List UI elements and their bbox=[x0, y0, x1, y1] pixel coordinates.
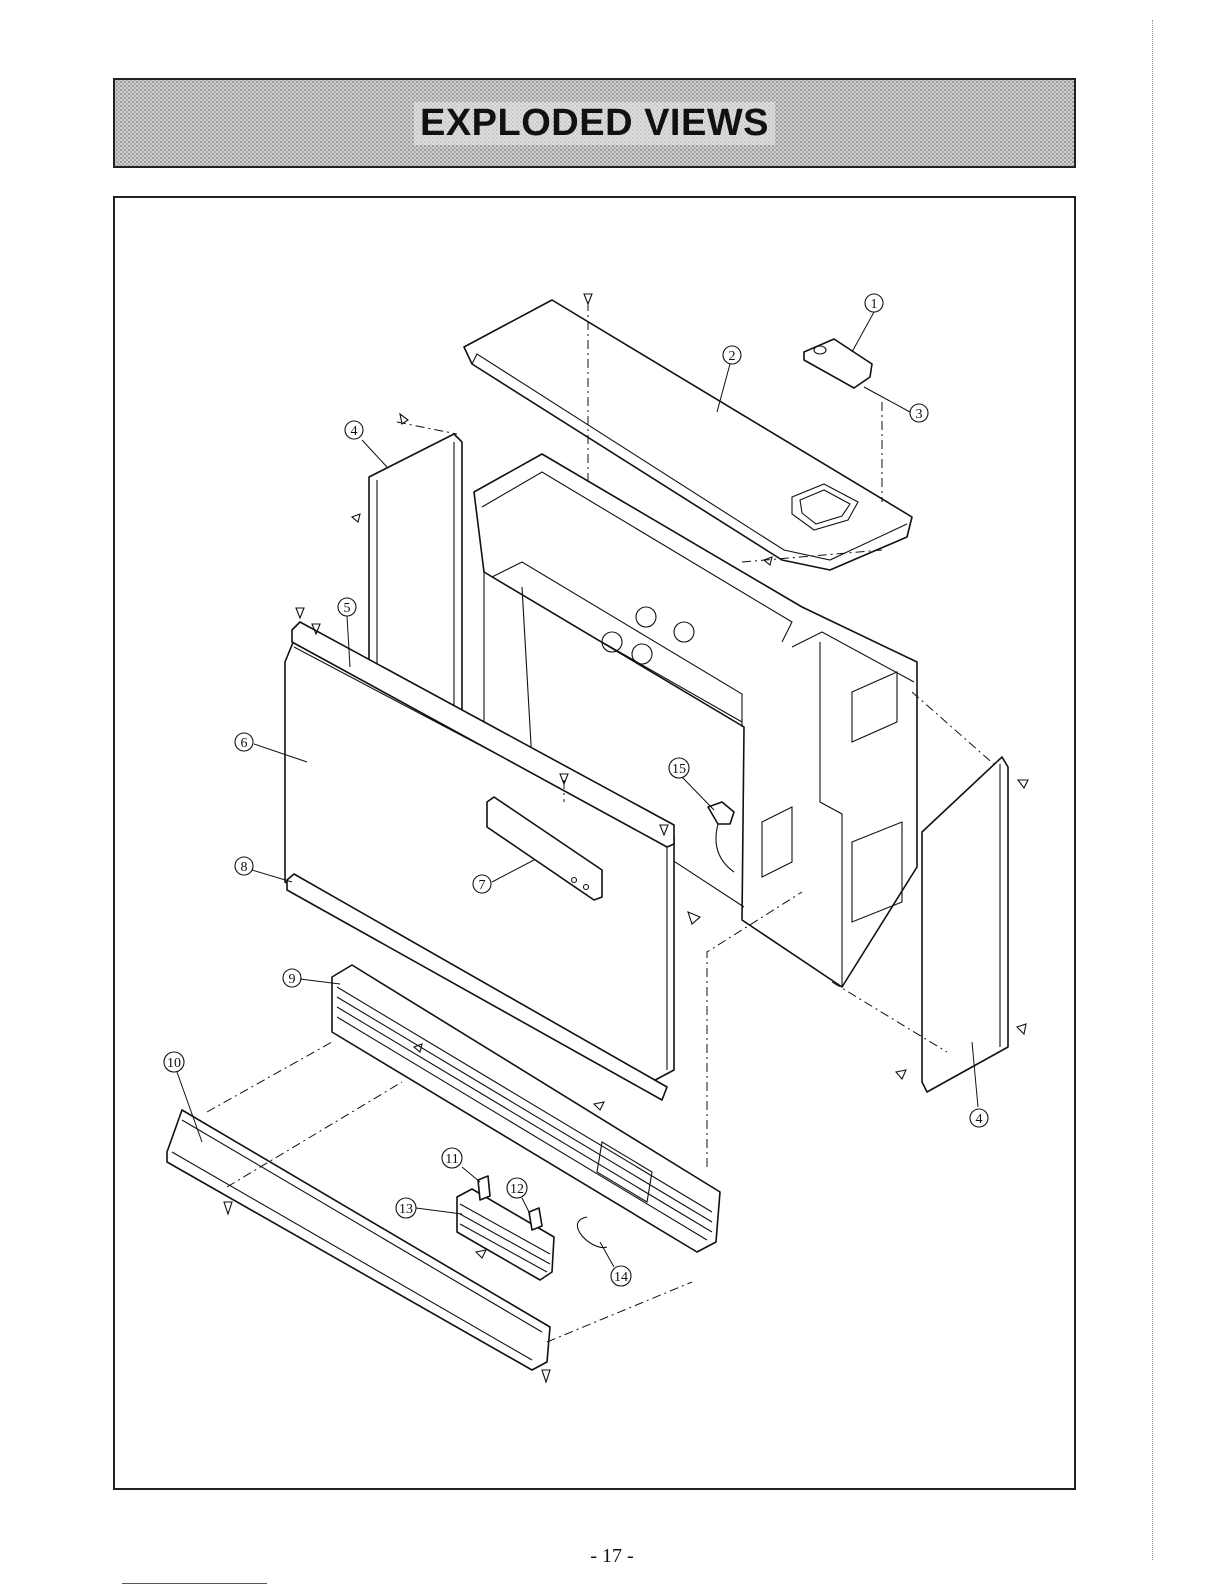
screw-icon bbox=[896, 1070, 906, 1079]
screw-icon bbox=[542, 1370, 550, 1382]
svg-text:10: 10 bbox=[167, 1056, 181, 1071]
callout-5: 5 bbox=[338, 598, 356, 616]
clip bbox=[478, 1176, 490, 1200]
side-panel-right bbox=[922, 757, 1008, 1092]
callout-14: 14 bbox=[611, 1266, 631, 1286]
small-grille bbox=[457, 1189, 554, 1280]
callout-13: 13 bbox=[396, 1198, 416, 1218]
access-lid bbox=[804, 339, 872, 388]
screw-icon bbox=[224, 1202, 232, 1214]
svg-text:2: 2 bbox=[729, 349, 736, 364]
exploded-view-diagram: 1 2 3 4 4 5 6 7 8 9 10 11 12 13 14 15 bbox=[115, 198, 1078, 1492]
svg-text:3: 3 bbox=[916, 407, 923, 422]
callout-15: 15 bbox=[669, 758, 689, 778]
callout-10: 10 bbox=[164, 1052, 184, 1072]
svg-text:6: 6 bbox=[241, 736, 248, 751]
svg-text:12: 12 bbox=[510, 1182, 524, 1197]
sensor-bracket bbox=[708, 802, 734, 872]
callout-8: 8 bbox=[235, 857, 253, 875]
screw-icon bbox=[1018, 780, 1028, 788]
svg-text:1: 1 bbox=[871, 297, 878, 312]
screw-icon bbox=[400, 414, 408, 424]
svg-text:14: 14 bbox=[614, 1270, 628, 1285]
svg-text:4: 4 bbox=[351, 424, 358, 439]
svg-text:4: 4 bbox=[976, 1112, 983, 1127]
title-banner: EXPLODED VIEWS bbox=[113, 78, 1076, 168]
svg-text:7: 7 bbox=[479, 878, 486, 893]
screw-icon bbox=[594, 1102, 604, 1110]
page-title: EXPLODED VIEWS bbox=[414, 102, 775, 145]
screw-icon bbox=[296, 608, 304, 618]
callout-11: 11 bbox=[442, 1148, 462, 1168]
svg-text:5: 5 bbox=[344, 601, 351, 616]
page-edge-marks bbox=[1152, 20, 1154, 1560]
callout-3: 3 bbox=[910, 404, 928, 422]
callout-4-left: 4 bbox=[345, 421, 363, 439]
svg-text:8: 8 bbox=[241, 860, 248, 875]
svg-text:9: 9 bbox=[289, 972, 296, 987]
callout-1: 1 bbox=[865, 294, 883, 312]
wire bbox=[577, 1217, 607, 1248]
page-number: - 17 - bbox=[0, 1545, 1224, 1568]
callout-9: 9 bbox=[283, 969, 301, 987]
callout-2: 2 bbox=[723, 346, 741, 364]
callout-12: 12 bbox=[507, 1178, 527, 1198]
svg-text:11: 11 bbox=[445, 1152, 458, 1167]
screw-icon bbox=[688, 912, 700, 924]
screw-icon bbox=[476, 1250, 486, 1258]
svg-text:15: 15 bbox=[672, 762, 686, 777]
screw-icon bbox=[352, 514, 360, 522]
exploded-view-frame: 1 2 3 4 4 5 6 7 8 9 10 11 12 13 14 15 bbox=[113, 196, 1076, 1490]
svg-text:13: 13 bbox=[399, 1202, 413, 1217]
screw-icon bbox=[1017, 1024, 1026, 1034]
knob bbox=[529, 1208, 542, 1230]
callout-4-right: 4 bbox=[970, 1109, 988, 1127]
screw-icon bbox=[764, 557, 772, 565]
callout-6: 6 bbox=[235, 733, 253, 751]
